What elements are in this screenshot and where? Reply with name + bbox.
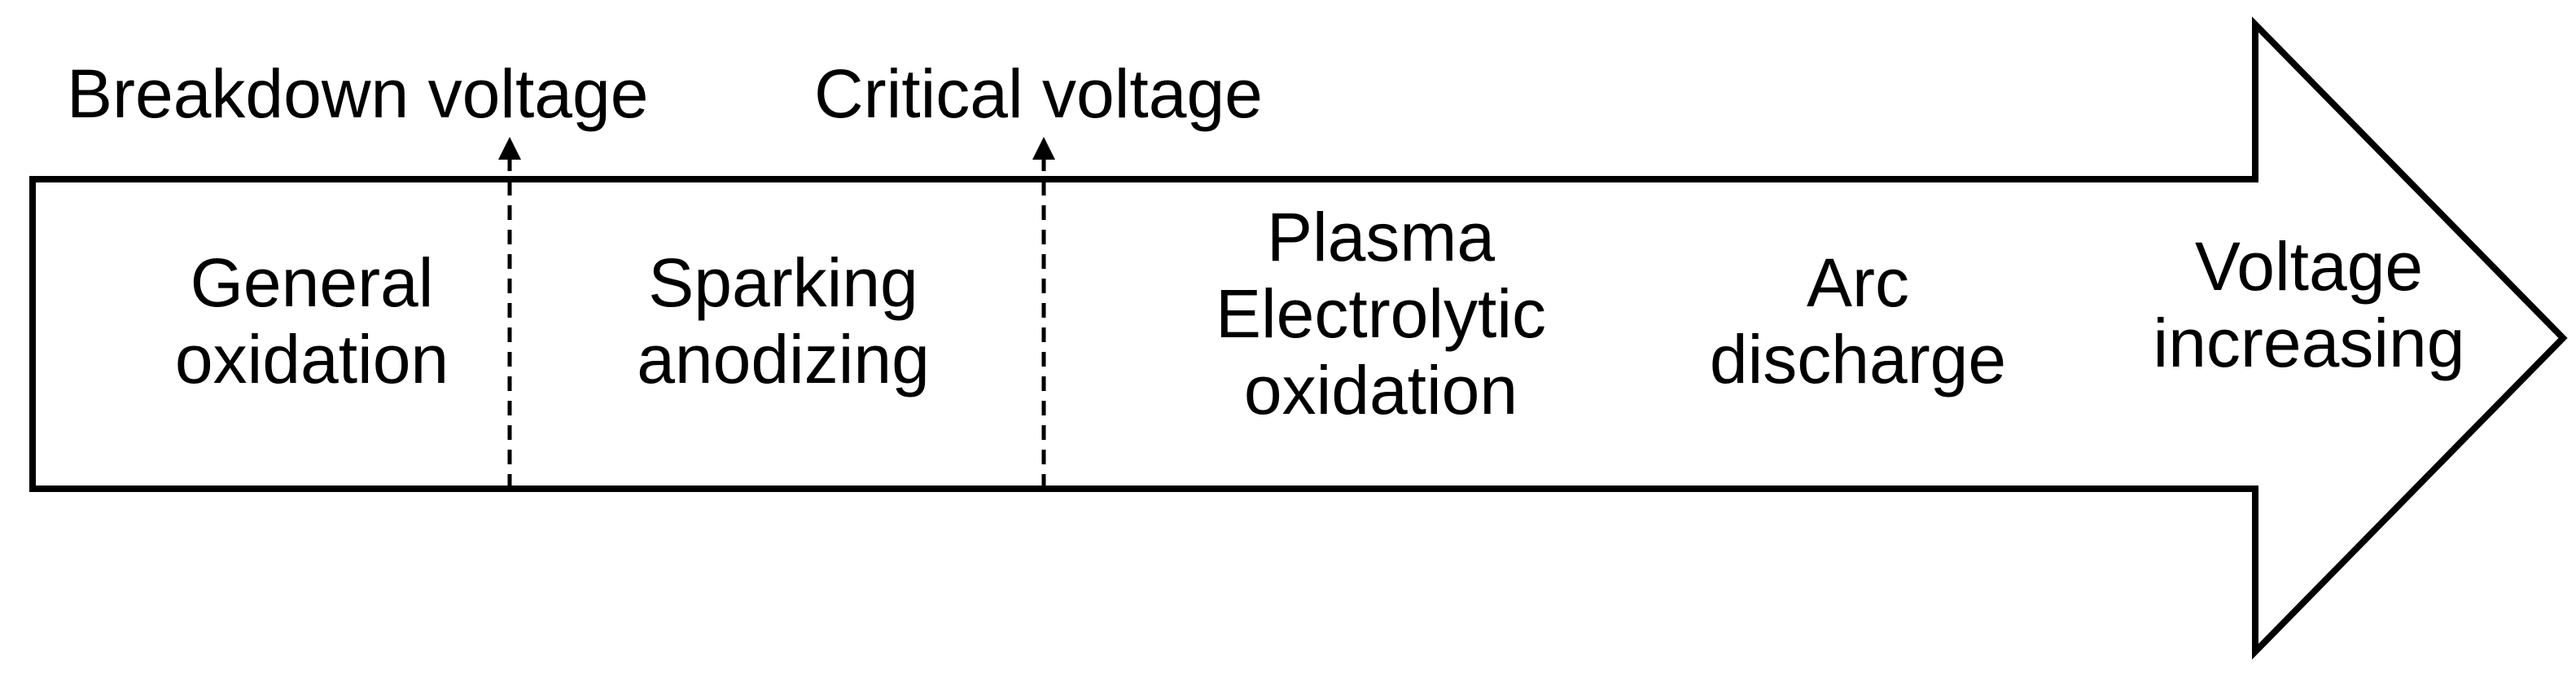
stage-plasma-electrolytic-oxidation: Plasma Electrolytic oxidation [1216,199,1546,428]
stage-peo-line-2: Electrolytic [1215,275,1547,353]
breakdown-voltage-label: Breakdown voltage [67,55,649,132]
breakdown-voltage-arrowhead [498,137,521,160]
process-arrow [29,16,2568,660]
stage-sparking-anodizing-line-2: anodizing [637,321,930,398]
stage-voltage-increasing: Voltage increasing [2153,228,2465,381]
stage-sparking-anodizing-line-1: Sparking [648,244,918,321]
stage-arc-discharge-line-1: Arc [1807,244,1909,321]
stage-general-oxidation-line-2: oxidation [174,321,449,398]
stage-general-oxidation-line-1: General [190,244,434,321]
stage-voltage-increasing-line-2: increasing [2153,305,2465,382]
stage-arc-discharge-line-2: discharge [1709,321,2007,398]
stage-peo-line-3: oxidation [1243,352,1518,429]
critical-voltage-arrowhead [1032,137,1055,160]
stage-sparking-anodizing: Sparking anodizing [637,244,930,398]
stage-peo-line-1: Plasma [1266,199,1496,275]
stage-voltage-increasing-line-1: Voltage [2194,228,2424,305]
stage-arc-discharge: Arc discharge [1710,244,2006,398]
critical-voltage-label: Critical voltage [814,55,1263,132]
stage-general-oxidation: General oxidation [175,244,449,398]
